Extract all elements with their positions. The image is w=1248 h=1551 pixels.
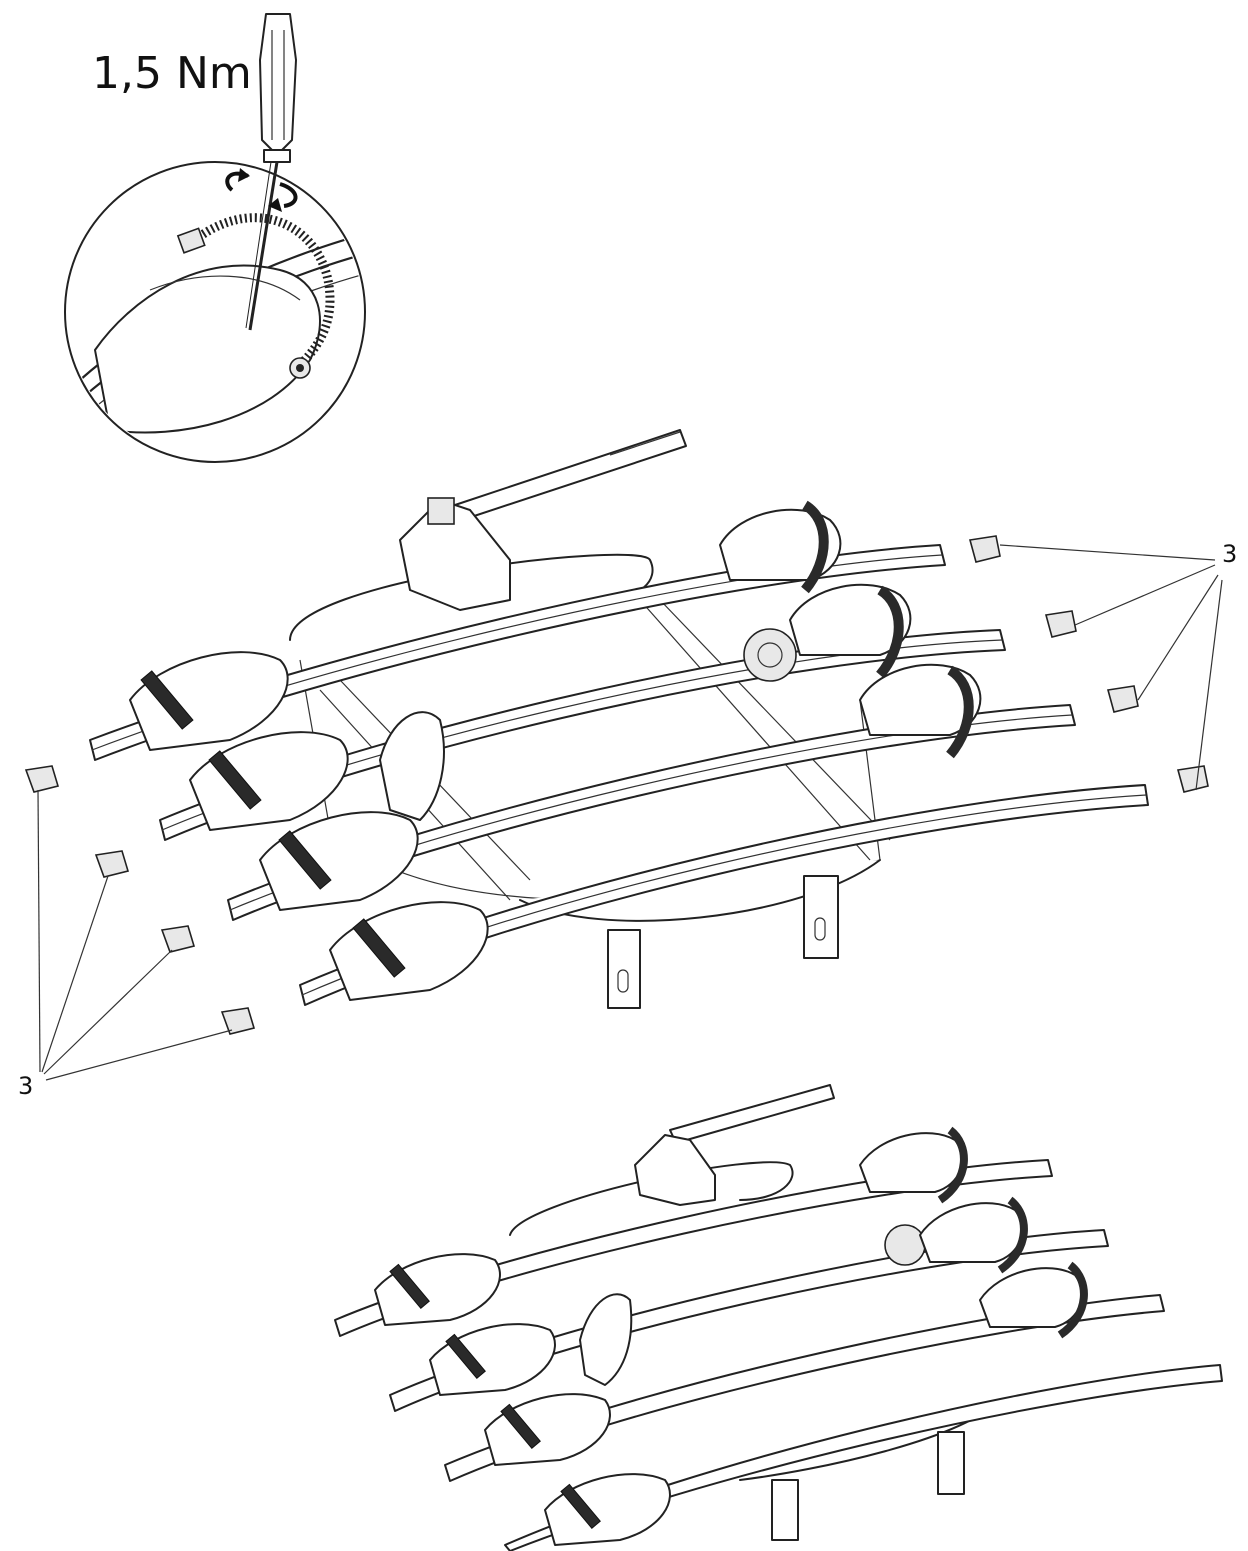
- locking-handle: [634, 1084, 835, 1206]
- wheel-rail: [89, 500, 946, 761]
- exploded-view: [24, 429, 1223, 1081]
- mounting-bracket: [803, 875, 839, 959]
- leader-lines-right: [999, 544, 1223, 791]
- wheel-rail: [504, 1364, 1223, 1551]
- end-cap: [24, 765, 60, 793]
- mounting-bracket: [607, 929, 641, 1009]
- end-cap: [220, 1007, 256, 1035]
- end-cap: [94, 850, 130, 878]
- rotation-arrows-icon: [225, 168, 298, 212]
- end-cap: [1106, 685, 1139, 713]
- mounting-bracket: [937, 1431, 965, 1495]
- end-cap: [1044, 610, 1077, 638]
- wheel-rail: [334, 1126, 1053, 1337]
- wheel-rail: [227, 663, 1076, 921]
- callout-number-right: 3: [1222, 540, 1238, 568]
- wheel-rail: [444, 1261, 1165, 1482]
- end-cap: [160, 925, 196, 953]
- end-cap: [1176, 765, 1209, 793]
- end-cap: [968, 535, 1001, 563]
- assembled-view: [334, 1084, 1223, 1551]
- torque-label: 1,5 Nm: [92, 48, 252, 99]
- wheel-rail: [299, 784, 1149, 1006]
- detail-zoom-circle: [64, 13, 366, 463]
- locking-handle: [399, 429, 687, 611]
- screwdriver-icon: [245, 13, 297, 331]
- wheel-rail: [159, 583, 1006, 841]
- callout-number-left: 3: [18, 1072, 34, 1100]
- mounting-bracket: [771, 1479, 799, 1541]
- leader-lines-left: [37, 789, 233, 1081]
